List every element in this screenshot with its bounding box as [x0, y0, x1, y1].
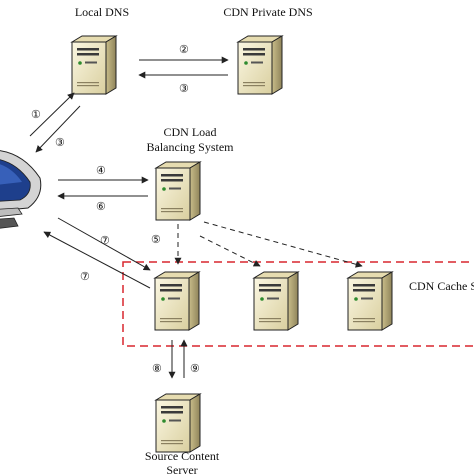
source-content-label-line2: Server	[166, 463, 197, 474]
step-7-label-upper: ⑦	[100, 235, 110, 247]
local-dns-label: Local DNS	[75, 5, 129, 19]
step-1-label: ①	[31, 109, 41, 121]
step-3-label-left: ③	[55, 137, 65, 149]
load-balancing-server-icon	[155, 161, 201, 221]
cache-server-2-icon	[253, 271, 299, 331]
cdn-cache-servers-group	[122, 261, 474, 347]
arrow-7-request	[57, 217, 151, 271]
flow-arrows	[29, 56, 229, 379]
step-6-label: ⑥	[96, 201, 106, 213]
load-balancing-label-line2: Balancing System	[147, 140, 235, 154]
cdn-private-dns-label: CDN Private DNS	[223, 5, 312, 19]
source-content-label-line1: Source Content	[145, 449, 220, 463]
cdn-cache-servers-label: CDN Cache S	[409, 279, 474, 293]
step-4-label: ④	[96, 165, 106, 177]
load-balancing-label-line1: CDN Load	[164, 125, 217, 139]
step-2-label: ②	[179, 44, 189, 56]
arrow-3-return	[35, 105, 81, 153]
arrow-7-response	[43, 231, 151, 289]
step-9-label: ⑨	[190, 363, 200, 375]
source-content-server-icon	[155, 393, 201, 453]
dispatch-arrow-3	[203, 221, 363, 268]
step-5-label: ⑤	[151, 234, 161, 246]
step-8-label: ⑧	[152, 363, 162, 375]
cache-server-3-icon	[347, 271, 393, 331]
step-7-label-lower: ⑦	[80, 271, 90, 283]
cache-server-1-icon	[154, 271, 200, 331]
cdn-private-dns-server-icon	[237, 35, 283, 95]
client-computer-icon	[0, 150, 42, 229]
load-balance-dispatch-arrows	[174, 221, 363, 268]
step-3-label-right: ③	[179, 83, 189, 95]
arrow-1	[29, 92, 75, 137]
dispatch-arrow-2	[199, 235, 261, 267]
local-dns-server-icon	[71, 35, 117, 95]
